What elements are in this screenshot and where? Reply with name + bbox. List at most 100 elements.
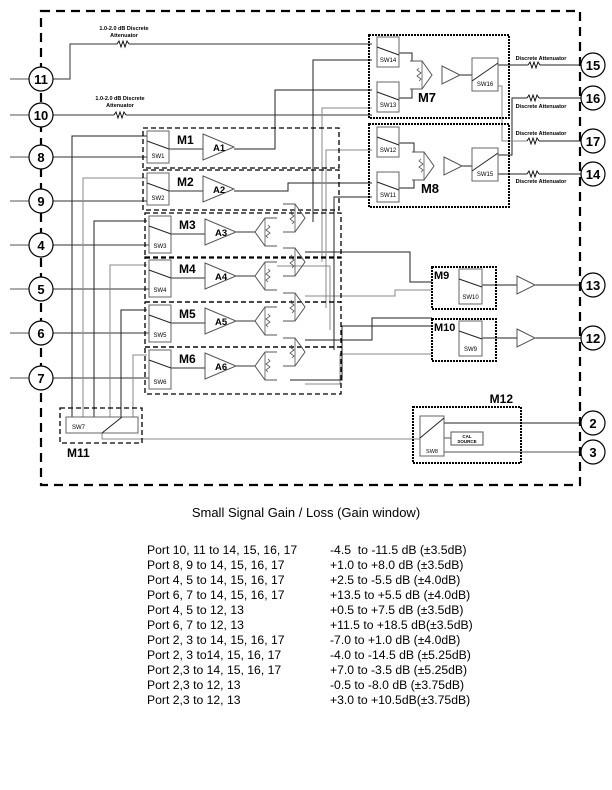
port-pair: Port 2,3 to 14, 15, 16, 17 xyxy=(147,663,282,677)
attenuator-label: 1.0-2.0 dB Discrete xyxy=(95,96,144,102)
wire-sw7 xyxy=(132,354,147,417)
wire-sw7 xyxy=(82,177,147,417)
table-row: Port 4, 5 to 14, 15, 16, 17+2.5 to -5.5 … xyxy=(147,573,473,588)
table-row: Port 10, 11 to 14, 15, 16, 17-4.5 to -11… xyxy=(147,543,473,558)
resistor-icon xyxy=(265,358,271,373)
port-circle xyxy=(580,410,606,436)
switch-box xyxy=(376,36,400,68)
switch-label: SW1 xyxy=(151,154,165,160)
switch-label: SW3 xyxy=(153,244,167,250)
table-row: Port 2,3 to 12, 13-0.5 to -8.0 dB (±3.75… xyxy=(147,678,473,693)
switch-box xyxy=(148,259,172,298)
switch-arm xyxy=(471,152,499,172)
port-circle xyxy=(580,52,606,78)
combiner-icon xyxy=(283,203,306,233)
module-label: M4 xyxy=(179,262,196,276)
wire xyxy=(498,85,527,142)
wire xyxy=(333,196,372,350)
port-label: 9 xyxy=(37,194,44,209)
switch-box xyxy=(471,147,499,182)
resistor-icon xyxy=(289,254,295,269)
table-row: Port 8, 9 to 14, 15, 16, 17+1.0 to +8.0 … xyxy=(147,558,473,573)
switch-label: SW6 xyxy=(153,380,167,386)
switch-arm xyxy=(376,136,400,146)
switch-box xyxy=(376,81,400,113)
attenuator-label: Discrete Attenuator xyxy=(516,56,568,62)
port-label: 16 xyxy=(586,91,600,106)
module-label: M5 xyxy=(179,307,196,321)
cal-source-label: SOURCE xyxy=(457,439,476,444)
port-pair: Port 10, 11 to 14, 15, 16, 17 xyxy=(147,543,298,557)
resistor-icon xyxy=(418,158,424,173)
port-circle xyxy=(28,66,54,92)
switch-arm xyxy=(376,181,400,191)
switch-label: SW10 xyxy=(462,295,479,301)
wire xyxy=(101,433,421,447)
module-label: M9 xyxy=(434,270,449,282)
port-label: 8 xyxy=(37,150,44,165)
wire-sw7 xyxy=(120,309,147,417)
attenuator-label: Discrete Attenuator xyxy=(516,104,568,110)
gain-table-title: Small Signal Gain / Loss (Gain window) xyxy=(191,505,421,520)
resistor-icon xyxy=(289,299,295,314)
amplifier-icon xyxy=(204,307,238,335)
port-circle xyxy=(28,276,54,302)
wire xyxy=(399,180,415,189)
module-m10-box xyxy=(431,318,497,362)
port-circle xyxy=(580,128,606,154)
port-label: 12 xyxy=(586,331,600,346)
gain-table: Port 10, 11 to 14, 15, 16, 17-4.5 to -11… xyxy=(147,543,473,708)
wire xyxy=(305,353,432,385)
wires xyxy=(10,43,581,453)
switch-arm xyxy=(148,225,172,235)
splitter-icon xyxy=(254,217,277,247)
gain-range: +13.5 to +5.5 dB (±4.0dB) xyxy=(330,588,471,602)
wire-sw7 xyxy=(71,135,147,417)
amplifier-label: A6 xyxy=(215,362,227,373)
switch-box xyxy=(148,304,172,343)
resistor-icon xyxy=(265,313,271,328)
module-m6-box xyxy=(144,346,342,395)
combiner-icon xyxy=(283,247,306,277)
table-row: Port 2,3 to 12, 13 +3.0 to +10.5dB(±3.75d… xyxy=(147,693,473,708)
switch-label: SW15 xyxy=(477,172,494,178)
resistor-icon xyxy=(526,93,540,103)
module-label: M8 xyxy=(421,181,439,196)
module-label: M10 xyxy=(434,322,455,334)
wire xyxy=(305,251,432,283)
amplifier-icon xyxy=(202,175,236,203)
wire xyxy=(399,142,415,152)
switch-arm xyxy=(148,314,172,324)
port-pair: Port 6, 7 to 12, 13 xyxy=(147,618,244,632)
wire xyxy=(321,107,372,262)
port-circle xyxy=(28,188,54,214)
module-m9-box xyxy=(431,266,497,310)
switch-arm xyxy=(148,359,172,369)
port-circle xyxy=(28,102,54,128)
combiner-icon xyxy=(410,60,433,90)
port-circle xyxy=(28,365,54,391)
port-pair: Port 6, 7 to 14, 15, 16, 17 xyxy=(147,588,285,602)
resistor-icon xyxy=(265,224,271,239)
amplifier-label: A5 xyxy=(215,317,228,328)
table-row: Port 2, 3 to 14, 15, 16, 17 -7.0 to +1.0 … xyxy=(147,633,473,648)
port-circle xyxy=(580,325,606,351)
port-label: 4 xyxy=(37,238,45,253)
switch-box xyxy=(376,171,400,203)
switch-label: SW16 xyxy=(477,82,494,88)
switch-arm xyxy=(101,416,123,434)
port-label: 7 xyxy=(37,371,44,386)
gain-range: +3.0 to +10.5dB(±3.75dB) xyxy=(330,693,471,707)
port-pair: Port 2, 3 to 14, 15, 16, 17 xyxy=(147,633,285,647)
gain-range: -0.5 to -8.0 dB (±3.75dB) xyxy=(330,678,465,692)
port-pair: Port 2,3 to 12, 13 xyxy=(147,693,241,707)
attenuator-label: Attenuator xyxy=(110,33,139,39)
resistor-icon xyxy=(116,39,130,49)
gain-range: -7.0 to +1.0 dB (±4.0dB) xyxy=(330,633,461,647)
module-label: M3 xyxy=(179,218,196,232)
switch-label: SW9 xyxy=(464,347,478,353)
switch-box xyxy=(148,349,172,390)
switch-arm xyxy=(146,182,170,192)
amplifier-icon xyxy=(516,328,537,348)
